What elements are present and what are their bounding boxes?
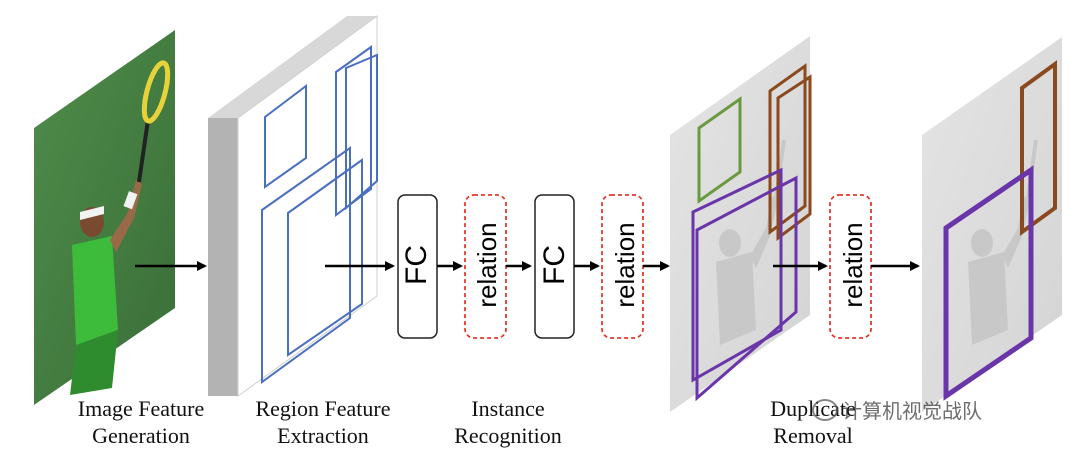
- stage-label-extraction: Region Feature Extraction: [228, 395, 418, 449]
- final-box-purple: [943, 165, 1034, 401]
- detection-box-purple: [695, 175, 798, 402]
- detection-box-brown: [768, 63, 807, 235]
- stage-label-line: Recognition: [454, 423, 562, 448]
- relation1-label: relation: [472, 222, 502, 308]
- wechat-icon: [812, 399, 838, 421]
- stage-label-generation: Image Feature Generation: [46, 395, 236, 449]
- watermark: 计算机视觉战队: [812, 395, 982, 424]
- region-box: [345, 53, 378, 211]
- relation3-label: relation: [838, 222, 868, 308]
- region-box: [335, 45, 372, 217]
- stage-label-recognition: Instance Recognition: [418, 395, 598, 449]
- fc2-label: FC: [538, 245, 571, 285]
- final-box-brown: [1020, 60, 1057, 236]
- detection-box-purple: [691, 167, 783, 383]
- tennis-player-figure: [70, 60, 171, 395]
- stage-label-line: Generation: [92, 423, 190, 448]
- relation2-label: relation: [610, 222, 640, 308]
- watermark-text: 计算机视觉战队: [842, 399, 982, 423]
- stage-label-removal: Duplicate Removal: [748, 395, 878, 449]
- stage-label-line: Image Feature: [77, 396, 205, 421]
- region-boxes: [261, 45, 378, 384]
- region-box: [287, 158, 363, 357]
- input-image: [34, 30, 175, 405]
- feature-map-block: [208, 15, 378, 397]
- stage-label-line: Instance: [471, 396, 545, 421]
- detection-box-brown: [776, 74, 812, 241]
- stage-label-line: Extraction: [277, 423, 369, 448]
- detection-box-green: [697, 96, 742, 204]
- fc1-label: FC: [400, 245, 433, 285]
- region-box: [261, 146, 351, 384]
- detections-image: [670, 36, 812, 412]
- output-image: [922, 37, 1062, 412]
- stage-label-line: Removal: [773, 423, 853, 448]
- stage-label-line: Region Feature: [255, 396, 391, 421]
- region-box: [264, 83, 307, 189]
